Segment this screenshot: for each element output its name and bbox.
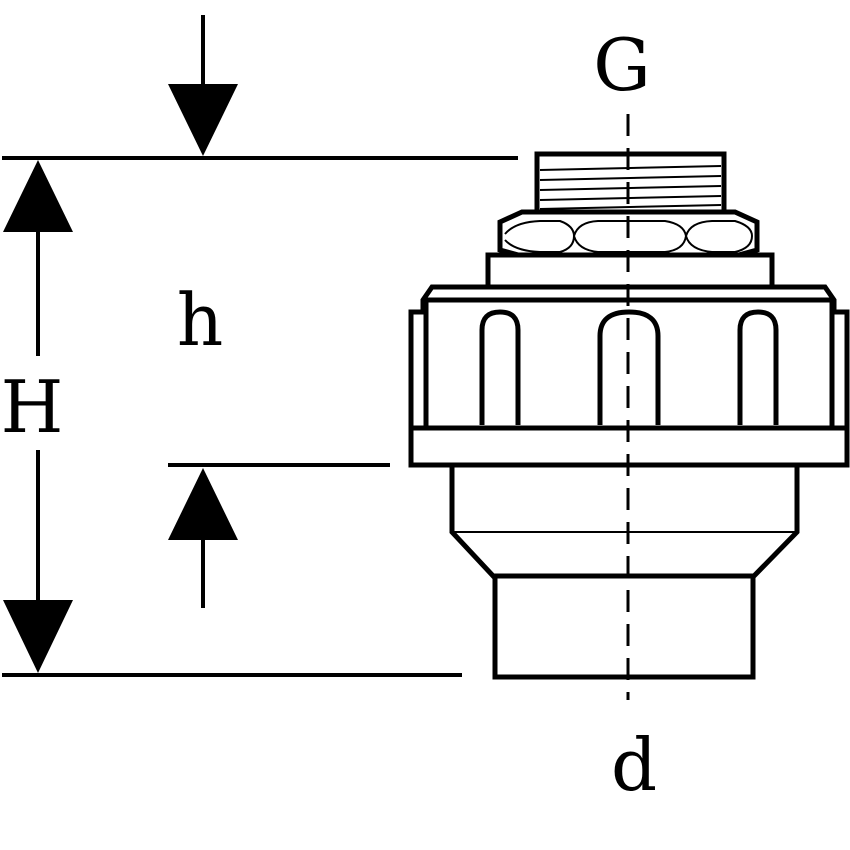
rib-slot-left bbox=[479, 309, 521, 425]
label-d: d bbox=[611, 723, 657, 807]
H-bottom-arrowhead bbox=[3, 600, 73, 673]
collar bbox=[485, 252, 775, 290]
label-H: H bbox=[1, 365, 64, 449]
pipe-socket bbox=[492, 573, 756, 680]
dimension-lines bbox=[2, 15, 518, 677]
label-G: G bbox=[593, 23, 651, 107]
hex-nut-face-right bbox=[685, 220, 754, 253]
threaded-top bbox=[534, 151, 727, 217]
rib-slot-right bbox=[737, 309, 779, 425]
h-top-arrowhead bbox=[168, 84, 238, 156]
h-bottom-arrowhead bbox=[168, 468, 238, 540]
thread-lines bbox=[539, 165, 722, 210]
H-top-arrowhead bbox=[3, 160, 73, 232]
label-h: h bbox=[177, 278, 223, 362]
lower-body-taper bbox=[449, 462, 800, 581]
